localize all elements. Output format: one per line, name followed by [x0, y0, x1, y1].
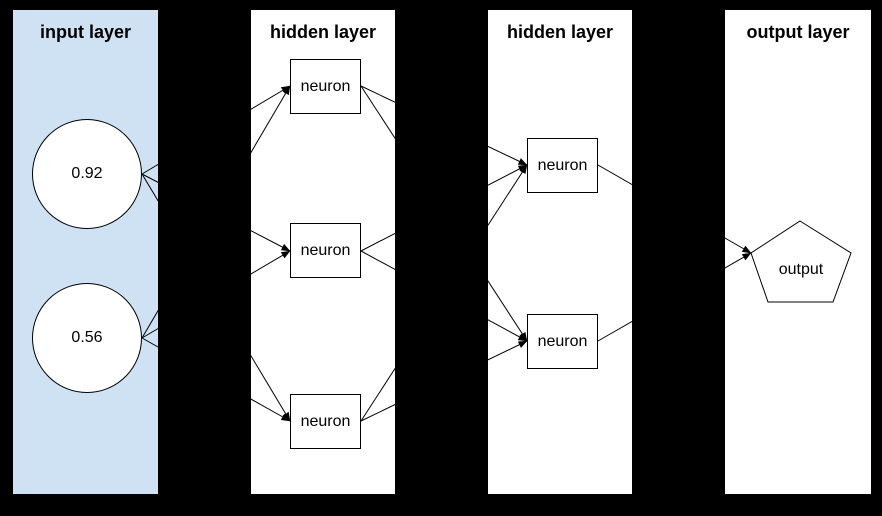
hidden2-neuron-1: neuron: [527, 138, 598, 193]
hidden2-neuron-2: neuron: [527, 314, 598, 369]
hidden1-neuron-1: neuron: [290, 59, 361, 114]
panel-hidden-layer-1: hidden layer neuron neuron neuron: [251, 10, 395, 494]
hidden2-neuron-1-label: neuron: [537, 156, 588, 174]
input-node-2-value: 0.56: [71, 329, 103, 346]
input-node-1-value: 0.92: [71, 165, 103, 182]
panel-input-layer: input layer 0.92 0.56: [13, 10, 158, 494]
hidden2-neuron-2-label: neuron: [537, 332, 588, 350]
panel-output-layer: output layer: [725, 10, 871, 494]
input-node-2: 0.56: [32, 283, 142, 393]
hidden1-neuron-2: neuron: [290, 223, 361, 278]
layer-title-output: output layer: [746, 22, 850, 42]
hidden1-neuron-3-label: neuron: [300, 412, 351, 430]
layer-title-hidden-1: hidden layer: [269, 22, 377, 42]
panel-hidden-layer-2: hidden layer neuron neuron: [488, 10, 632, 494]
hidden1-neuron-1-label: neuron: [300, 77, 351, 95]
hidden1-neuron-2-label: neuron: [300, 241, 351, 259]
layer-title-hidden-2: hidden layer: [506, 22, 614, 42]
layer-title-input: input layer: [39, 22, 132, 42]
input-node-1: 0.92: [32, 119, 142, 229]
hidden1-neuron-3: neuron: [290, 394, 361, 449]
